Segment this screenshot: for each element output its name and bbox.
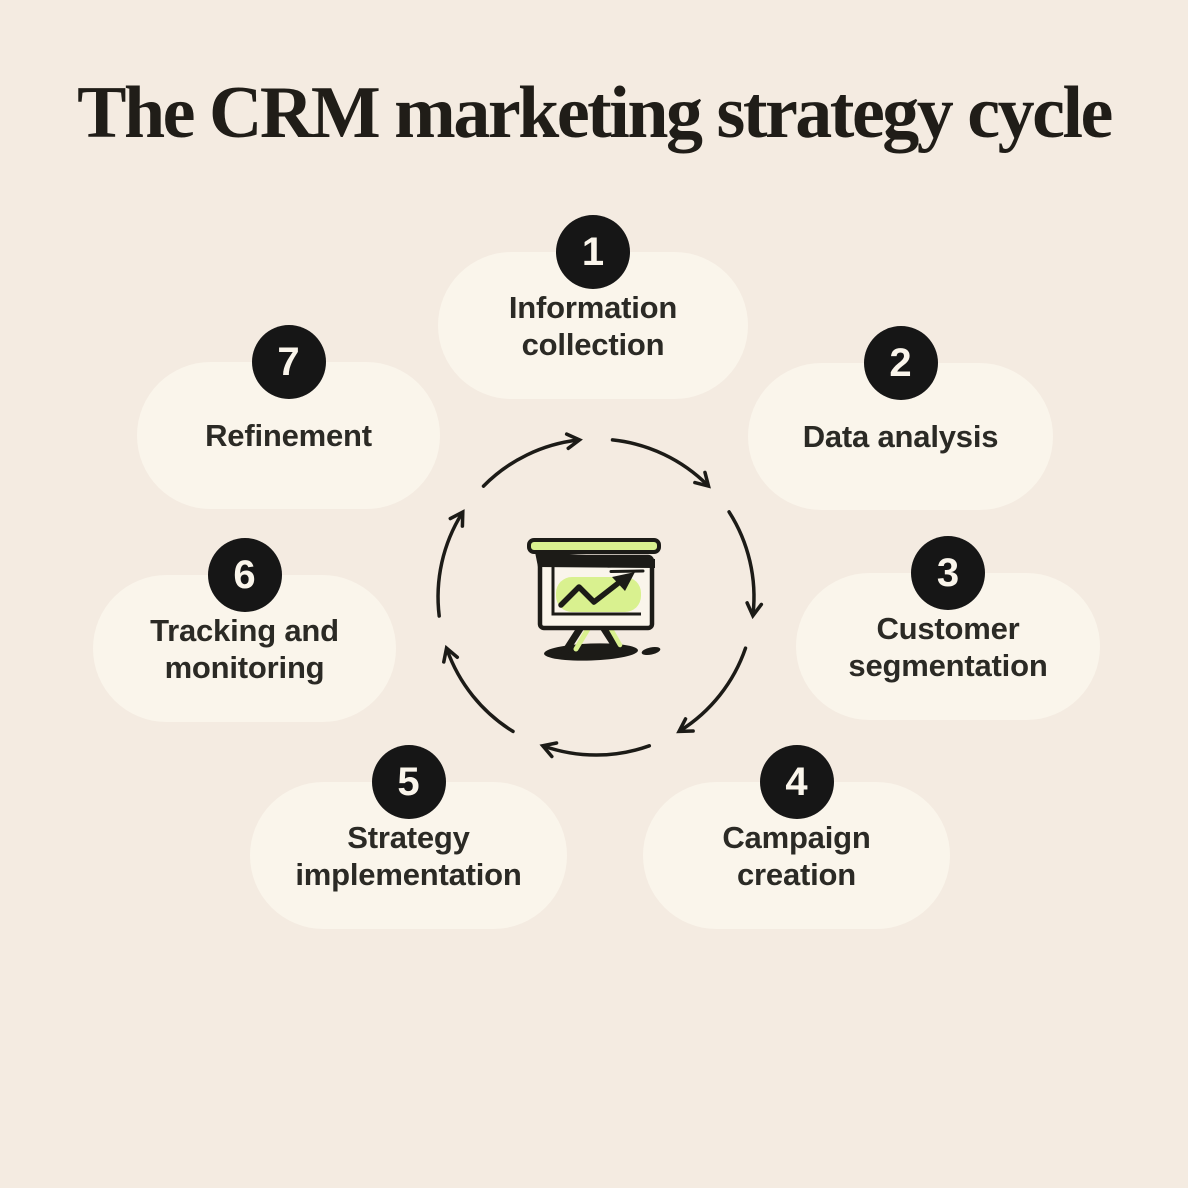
step-card-tracking-and-monitoring: 6 Tracking and monitoring (93, 538, 396, 722)
step-number-badge: 5 (371, 745, 446, 819)
step-label: Data analysis (802, 419, 999, 454)
presentation-chart-icon (527, 538, 661, 661)
step-number-badge: 1 (556, 215, 630, 289)
step-label: Campaign creation (722, 819, 871, 892)
step-label: Refinement (205, 418, 372, 453)
step-number-badge: 7 (251, 325, 326, 399)
step-card-campaign-creation: 4 Campaign creation (643, 745, 950, 929)
page-title: The CRM marketing strategy cycle (77, 72, 1113, 154)
step-number-badge: 4 (759, 745, 834, 819)
step-number: 7 (277, 340, 300, 384)
step-card-refinement: 7 Refinement (137, 325, 440, 509)
step-number: 1 (581, 230, 605, 274)
cycle-arrows-icon (436, 432, 764, 759)
step-card-strategy-implementation: 5 Strategy implementation (250, 745, 567, 929)
step-number: 3 (936, 551, 960, 595)
step-number: 4 (785, 760, 808, 804)
step-number-badge: 3 (911, 536, 985, 610)
step-card-customer-segmentation: 3 Customer segmentation (796, 536, 1100, 720)
step-label: Tracking and monitoring (150, 612, 339, 685)
step-label: Customer segmentation (848, 610, 1048, 683)
step-label: Information collection (508, 289, 678, 362)
step-number: 2 (889, 341, 912, 385)
step-number: 5 (397, 760, 420, 804)
step-number-badge: 2 (863, 326, 938, 400)
step-number: 6 (233, 553, 256, 597)
step-card-data-analysis: 2 Data analysis (748, 326, 1053, 510)
step-card-information-collection: 1 Information collection (438, 215, 748, 399)
step-label: Strategy implementation (295, 819, 522, 892)
step-number-badge: 6 (207, 538, 282, 612)
